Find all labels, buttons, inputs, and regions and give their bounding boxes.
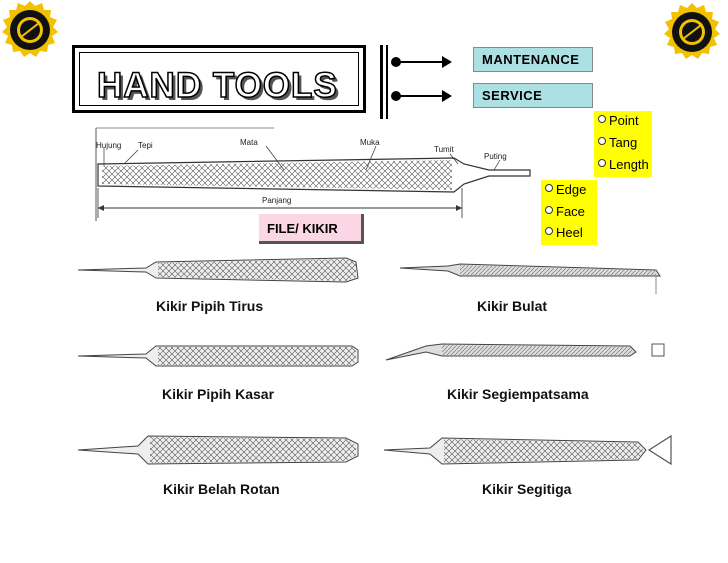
file-label: Kikir Belah Rotan — [163, 481, 280, 497]
part-label: Length — [609, 157, 649, 172]
part-heel: Heel — [541, 223, 597, 245]
file-label: Kikir Pipih Kasar — [162, 386, 275, 402]
file-label: Kikir Segiempatsama — [447, 386, 589, 402]
topic-maintenance[interactable]: MANTENANCE — [473, 47, 593, 72]
file-image-segiempatsama — [385, 343, 637, 361]
diagram-label-tepi: Tepi — [138, 141, 153, 150]
arrows — [391, 56, 452, 102]
seal-right-icon — [664, 3, 720, 59]
part-point: Point — [594, 111, 652, 133]
file-image-segitiga — [383, 437, 647, 465]
page-title: HAND TOOLS — [96, 65, 338, 106]
diagram-label-puting: Puting — [484, 152, 507, 161]
topic-service[interactable]: SERVICE — [473, 83, 593, 108]
diagram-label-tumit: Tumit — [434, 145, 454, 154]
triangle-section-icon — [647, 434, 672, 466]
file-label: Kikir Bulat — [477, 298, 548, 314]
part-label: Heel — [556, 225, 583, 240]
part-label: Tang — [609, 135, 638, 150]
part-tang: Tang — [594, 133, 652, 155]
diagram-caption: FILE/ KIKIR — [259, 214, 364, 244]
part-label: Point — [609, 113, 639, 128]
bullet-icon — [598, 115, 606, 123]
diagram-label-hujung: Hujung — [96, 141, 122, 150]
file-label: Kikir Segitiga — [482, 481, 572, 497]
title-box: HAND TOOLS — [72, 45, 366, 113]
part-face: Face — [541, 202, 597, 223]
bullet-icon — [598, 137, 606, 145]
seal-left-icon — [2, 1, 58, 57]
file-image-pipih-tirus — [77, 257, 359, 283]
bullet-icon — [598, 159, 606, 167]
file-image-bulat — [399, 263, 661, 294]
diagram-label-muka: Muka — [360, 138, 380, 147]
part-label: Edge — [556, 182, 587, 197]
part-length: Length — [594, 155, 652, 177]
file-image-pipih-kasar — [77, 345, 359, 367]
bullet-icon — [545, 184, 553, 192]
divider — [386, 45, 388, 119]
file-image-belah-rotan — [77, 435, 359, 465]
part-edge: Edge — [541, 180, 597, 202]
diagram-label-panjang: Panjang — [262, 196, 292, 205]
diagram-label-mata: Mata — [240, 138, 258, 147]
bullet-icon — [545, 206, 553, 214]
bullet-icon — [545, 227, 553, 235]
divider — [380, 45, 383, 119]
square-section-icon — [651, 343, 665, 357]
file-label: Kikir Pipih Tirus — [156, 298, 264, 314]
part-label: Face — [556, 204, 585, 219]
file-parts-diagram — [95, 127, 531, 221]
